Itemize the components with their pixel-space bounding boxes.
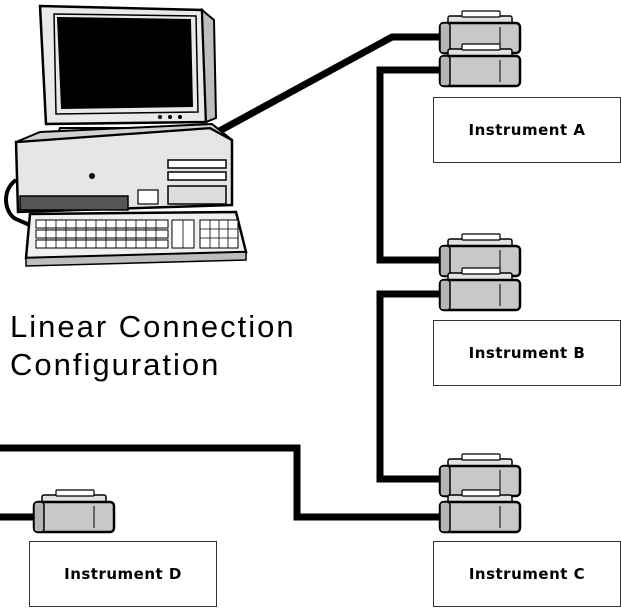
connector-icon (438, 266, 522, 312)
cables (0, 33, 444, 521)
caption-line-2: Configuration (10, 347, 221, 382)
cable-computer-to-a (207, 33, 444, 140)
cable-b-to-c (376, 290, 444, 483)
instrument-a-box: Instrument A (433, 97, 621, 163)
connector-icon (32, 488, 116, 534)
instrument-d-box: Instrument D (29, 541, 217, 607)
cable-c-to-d (0, 444, 444, 521)
connector-icon (438, 42, 522, 88)
instrument-c-label: Instrument C (468, 565, 586, 583)
diagram-caption: Linear Connection Configuration (10, 308, 296, 384)
desktop-computer-icon (4, 4, 234, 228)
instrument-b-label: Instrument B (468, 344, 586, 362)
connector-icon (438, 488, 522, 534)
caption-line-1: Linear Connection (10, 309, 296, 344)
cable-a-to-b (376, 66, 444, 264)
instrument-d-label: Instrument D (64, 565, 182, 583)
instrument-a-label: Instrument A (468, 121, 586, 139)
instrument-b-box: Instrument B (433, 320, 621, 386)
instrument-c-box: Instrument C (433, 541, 621, 607)
keyboard-icon (24, 210, 248, 267)
